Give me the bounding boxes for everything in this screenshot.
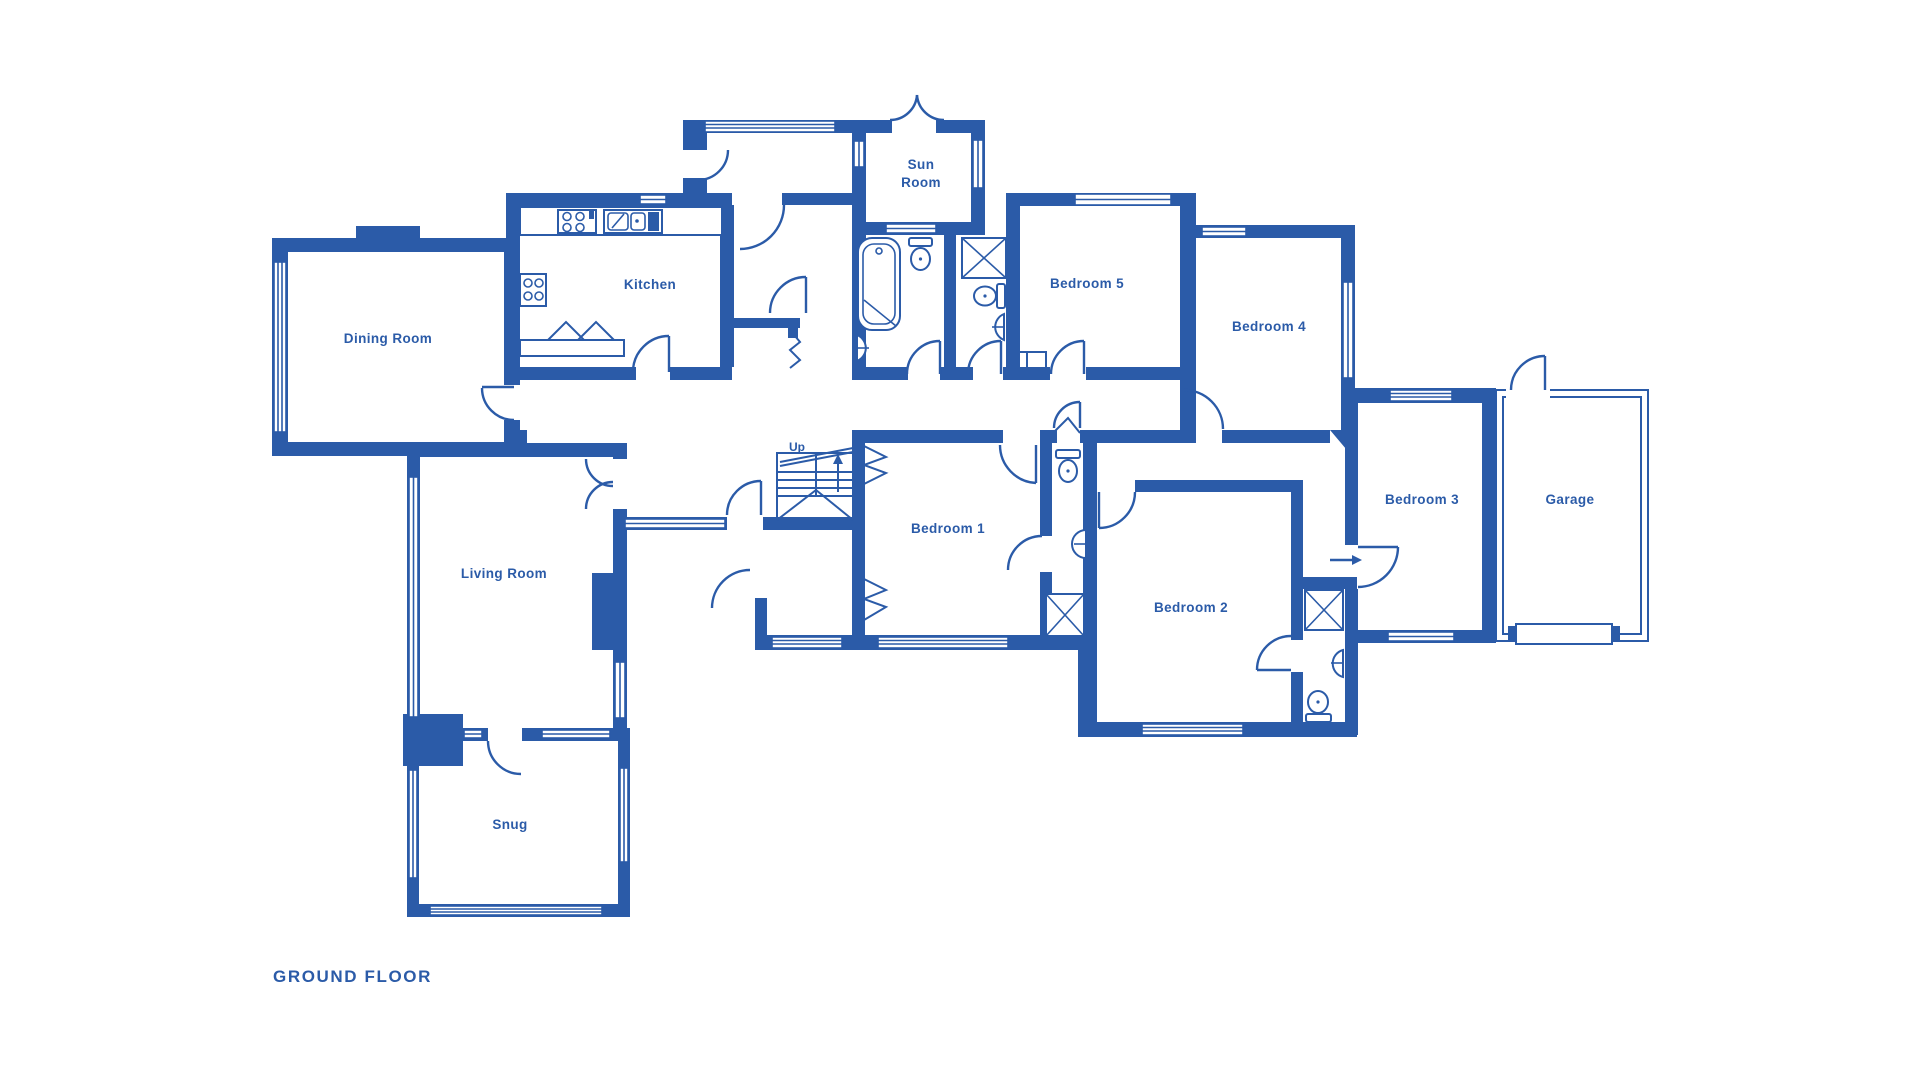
ensuite1-side-door-arc [1006, 534, 1043, 571]
toilet-symbol [1305, 690, 1332, 723]
shower-symbol [961, 237, 1007, 279]
window [704, 120, 836, 133]
basin-symbol [856, 333, 869, 363]
basin-symbol [1071, 528, 1087, 560]
window [1387, 631, 1455, 642]
toilet-symbol [973, 283, 1006, 309]
kitchen-counter [519, 206, 723, 236]
ensuite2-door-arc [1255, 634, 1292, 672]
window [429, 905, 603, 916]
basin-symbol [992, 312, 1005, 342]
hall-door-arc [739, 204, 786, 251]
window [972, 139, 984, 189]
room-label-snug: Snug [492, 817, 527, 832]
window [1074, 193, 1172, 206]
bedroom5-door-arc [1049, 339, 1086, 375]
room-label-bedroom1: Bedroom 1 [911, 521, 985, 536]
window [639, 194, 667, 205]
room-label-bedroom2: Bedroom 2 [1154, 600, 1228, 615]
sunroom-french-doors [889, 94, 945, 122]
window [1342, 281, 1354, 379]
sink-symbol [603, 209, 663, 234]
basin-symbol [1331, 648, 1344, 679]
cupboard [1007, 351, 1047, 377]
room-label-living: Living Room [461, 566, 547, 581]
toilet-symbol [908, 237, 933, 271]
bedroom3-door-arc [1330, 545, 1400, 589]
doors [480, 94, 1400, 776]
cupboard-door-symbol [1052, 416, 1081, 434]
wardrobe-door-symbol [861, 445, 889, 485]
window [619, 767, 629, 863]
room-label-sunroom-line2: Room [901, 175, 941, 190]
kitchen-lower-counter [519, 320, 625, 357]
kitchen-door-arc [631, 334, 671, 373]
window [885, 223, 937, 234]
fixtures [519, 206, 1344, 723]
shower-symbol [1304, 589, 1344, 631]
window [541, 729, 611, 739]
dining-door-arc [480, 385, 515, 422]
window [614, 661, 626, 719]
window [463, 729, 483, 739]
wardrobe-door-symbol [861, 578, 889, 621]
room-label-bedroom4: Bedroom 4 [1232, 319, 1306, 334]
room-label-dining: Dining Room [344, 331, 432, 346]
toilet-symbol [1055, 449, 1081, 483]
window [1389, 389, 1453, 402]
bifold-door-symbol [788, 329, 802, 369]
window [1201, 226, 1247, 237]
bathroom-door-arc [905, 339, 942, 375]
room-label-bedroom3: Bedroom 3 [1385, 492, 1459, 507]
floor-title: GROUND FLOOR [273, 967, 432, 986]
window [853, 140, 865, 168]
staircase [776, 447, 854, 522]
hob-symbol [557, 209, 597, 234]
shower-symbol [1045, 593, 1085, 637]
showerroom-door-arc [966, 339, 1003, 375]
ensuite1-top-door-arc [1052, 400, 1082, 429]
stairs-up-label: Up [789, 440, 805, 454]
bedroom2-door-arc [1097, 491, 1137, 530]
garage-door [1515, 623, 1613, 645]
window [273, 261, 287, 433]
entry-door-arc [697, 149, 730, 182]
bedroom4-door-arc [1182, 388, 1225, 430]
bedroom1-door-arc [998, 444, 1038, 485]
windows [273, 120, 1455, 916]
window [877, 636, 1009, 649]
room-labels: Dining Room Kitchen Sun Room Bedroom 5 B… [273, 157, 1595, 986]
garage-outline [1495, 354, 1649, 645]
window [771, 636, 843, 649]
room-label-sunroom-line1: Sun [908, 157, 935, 172]
hall-south-door-arc [725, 479, 763, 516]
entry-arrow [1352, 555, 1362, 565]
cloak-door-arc [768, 275, 808, 314]
room-label-kitchen: Kitchen [624, 277, 676, 292]
living-double-doors [584, 458, 614, 510]
bathtub-symbol [857, 237, 901, 331]
room-label-bedroom5: Bedroom 5 [1050, 276, 1124, 291]
walls [272, 120, 1620, 917]
window [624, 518, 726, 529]
kitchen-appliance [519, 273, 547, 307]
room-label-garage: Garage [1546, 492, 1595, 507]
snug-door-arc [486, 740, 522, 776]
window [408, 769, 418, 879]
rear-door-arc [710, 568, 751, 609]
window [1141, 723, 1244, 736]
window [408, 476, 419, 718]
